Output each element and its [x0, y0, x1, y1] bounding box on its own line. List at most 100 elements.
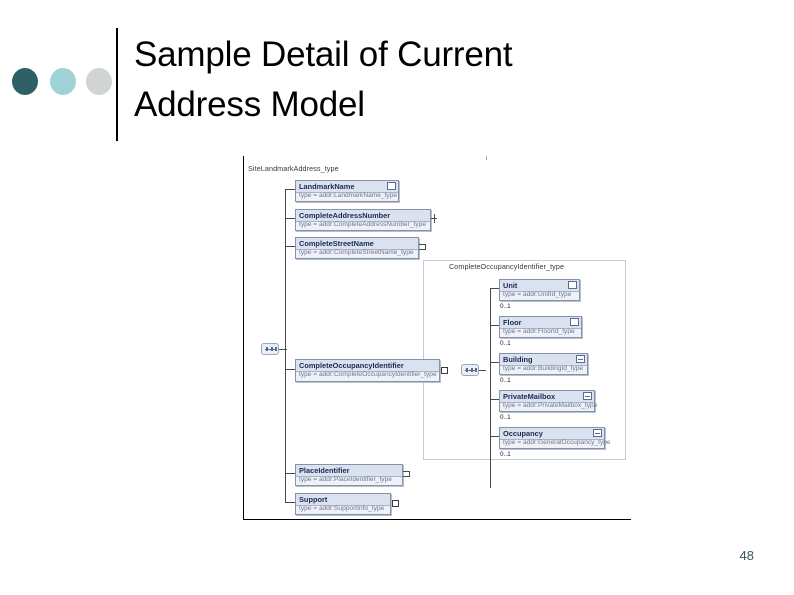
entity-type: type = addr:CompleteStreetName_type	[299, 249, 414, 256]
entity-header-fill	[296, 181, 398, 192]
entity-type: type = addr:CompleteAddressNumber_type	[299, 221, 426, 228]
entity-box-support[interactable]: Support type = addr:SupportInfo_type	[295, 493, 391, 515]
root-type-label: SiteLandmarkAddress_type	[248, 164, 339, 173]
entity-header-fill	[296, 360, 439, 371]
entity-box-privatemailbox[interactable]: PrivateMailbox type = addr:PrivateMailbo…	[499, 390, 598, 412]
entity-box-occupancy[interactable]: Occupancy type = addr:GeneralOccupancy_t…	[499, 427, 611, 449]
entity-name: Building	[503, 355, 533, 364]
entity-header-fill	[296, 494, 390, 505]
entity-divider	[296, 192, 398, 193]
connector-line	[403, 471, 410, 472]
entity-name: LandmarkName	[299, 182, 355, 191]
entity-header-fill	[500, 391, 594, 402]
entity-type: type = addr:LandmarkName_type	[299, 192, 398, 199]
connector-line	[285, 473, 295, 474]
entity-box-completeoccupancyidentifier[interactable]: CompleteOccupancyIdentifier type = addr:…	[295, 359, 440, 382]
entity-divider	[296, 505, 390, 506]
entity-box-unit[interactable]: Unit type = addr:UnitId_type	[499, 279, 580, 301]
connector-line	[419, 244, 426, 245]
entity-header-fill	[500, 428, 604, 439]
entity-body-fill	[500, 292, 579, 300]
connector-line	[285, 218, 295, 219]
entity-body-fill	[296, 477, 402, 485]
expander-box-icon[interactable]	[568, 281, 577, 289]
sequence-compositor-right[interactable]	[461, 364, 479, 376]
dot-light-icon	[50, 68, 76, 95]
connector-line	[285, 246, 295, 247]
entity-divider	[500, 365, 587, 366]
entity-type: type = addr:UnitId_type	[503, 291, 572, 298]
entity-header-fill	[296, 465, 402, 476]
expander-box-icon[interactable]	[570, 318, 579, 326]
connector-line	[490, 399, 499, 400]
entity-body-fill	[500, 329, 581, 337]
occupancy-type-label: CompleteOccupancyIdentifier_type	[449, 262, 565, 271]
entity-body-fill	[500, 403, 594, 411]
occupancy-expand-square-icon[interactable]	[441, 367, 448, 374]
entity-body-fill	[296, 372, 439, 381]
entity-box-floor[interactable]: Floor type = addr:FloorId_type	[499, 316, 582, 338]
dot-gray-icon	[86, 68, 112, 95]
decorative-dots	[12, 68, 112, 96]
entity-body-fill	[296, 506, 390, 514]
entity-box-completeaddressnumber[interactable]: CompleteAddressNumber type = addr:Comple…	[295, 209, 431, 231]
entity-header-fill	[296, 210, 430, 221]
page-title: Sample Detail of Current Address Model	[134, 35, 513, 124]
entity-body-fill	[296, 193, 398, 201]
cardinality-label: 0..1	[500, 340, 511, 347]
entity-divider	[500, 328, 581, 329]
entity-header-fill	[296, 238, 418, 249]
connector-line	[409, 471, 410, 477]
connector-line	[285, 502, 295, 503]
occupancy-tree-spine	[490, 288, 491, 488]
entity-name: CompleteOccupancyIdentifier	[299, 361, 404, 370]
entity-type: type = addr:BuildingId_type	[503, 365, 584, 372]
support-expand-square-icon[interactable]	[392, 500, 399, 507]
entity-header-fill	[500, 280, 579, 291]
entity-body-fill	[296, 250, 418, 258]
schema-diagram: SiteLandmarkAddress_type LandmarkName ty…	[243, 156, 643, 521]
entity-name: PrivateMailbox	[503, 392, 556, 401]
entity-type: type = addr:CompleteOccupancyIdentifier_…	[299, 371, 437, 378]
connector-line	[285, 369, 295, 370]
sequence-compositor-left[interactable]	[261, 343, 279, 355]
dot-dark-icon	[12, 68, 38, 95]
entity-box-completestreetname[interactable]: CompleteStreetName type = addr:CompleteS…	[295, 237, 419, 259]
connector-line	[490, 436, 499, 437]
connector-line	[425, 244, 426, 250]
entity-divider	[296, 371, 439, 372]
expander-minus-icon[interactable]	[593, 429, 602, 437]
cardinality-label: 0..1	[500, 451, 511, 458]
entity-type: type = addr:SupportInfo_type	[299, 505, 385, 512]
connector-line	[479, 370, 486, 371]
entity-box-landmarkname[interactable]: LandmarkName type = addr:LandmarkName_ty…	[295, 180, 399, 202]
entity-divider	[296, 249, 418, 250]
entity-type: type = addr:PlaceIdentifier_type	[299, 476, 392, 483]
entity-name: Occupancy	[503, 429, 543, 438]
entity-header-fill	[500, 354, 587, 365]
entity-divider	[296, 476, 402, 477]
entity-box-building[interactable]: Building type = addr:BuildingId_type	[499, 353, 588, 375]
entity-divider	[296, 221, 430, 222]
sequence-dot-icon	[271, 347, 273, 351]
expander-box-icon[interactable]	[387, 182, 396, 190]
expander-minus-icon[interactable]	[576, 355, 585, 363]
entity-body-fill	[500, 366, 587, 374]
entity-divider	[500, 402, 594, 403]
connector-line	[490, 325, 499, 326]
entity-name: Floor	[503, 318, 522, 327]
sequence-dot-icon	[466, 368, 468, 372]
connector-line	[279, 349, 287, 350]
sequence-dot-icon	[471, 368, 473, 372]
entity-name: CompleteStreetName	[299, 239, 374, 248]
entity-type: type = addr:PrivateMailbox_type	[503, 402, 598, 409]
connector-line	[285, 189, 295, 190]
connector-line	[434, 214, 435, 223]
entity-box-placeidentifier[interactable]: PlaceIdentifier type = addr:PlaceIdentif…	[295, 464, 403, 486]
diagram-frame-bottom-edge	[243, 519, 631, 520]
entity-type: type = addr:GeneralOccupancy_type	[503, 439, 611, 446]
entity-body-fill	[500, 440, 604, 448]
connector-line	[419, 249, 426, 250]
expander-minus-icon[interactable]	[583, 392, 592, 400]
diagram-frame-left-edge	[243, 156, 244, 520]
